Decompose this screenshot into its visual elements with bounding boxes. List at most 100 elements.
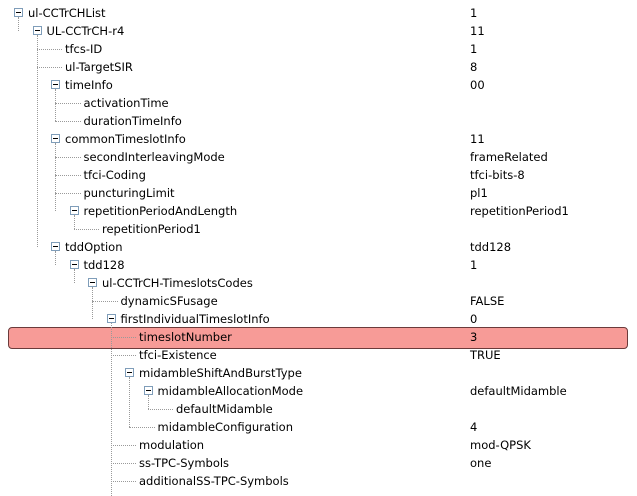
tree-connector-line (55, 121, 81, 122)
collapse-toggle-icon[interactable] (51, 80, 60, 89)
collapse-toggle-icon[interactable] (69, 206, 79, 215)
tree-row-midambleShiftAndBurstType[interactable]: midambleShiftAndBurstType (0, 364, 637, 382)
tree-connector-line (55, 157, 81, 158)
tree-node-label: modulation (139, 438, 205, 452)
tree-node-label: timeslotNumber (139, 330, 232, 344)
tree-row-tddOption[interactable]: tddOption tdd128 (0, 238, 637, 256)
tree-node-value: tfci-bits-8 (470, 168, 525, 182)
tree-row-timeInfo[interactable]: timeInfo 00 (0, 76, 637, 94)
tree-row-ul-CCTrCH-TimeslotsCodes[interactable]: ul-CCTrCH-TimeslotsCodes (0, 274, 637, 292)
tree-node-value: mod-QPSK (470, 438, 531, 452)
tree-node-value: 00 (470, 78, 485, 92)
tree-guide-line (36, 35, 38, 247)
tree-node-value: 4 (470, 420, 478, 434)
tree-row-dynamicSFusage[interactable]: dynamicSFusage FALSE (0, 292, 637, 310)
tree-node-label: midambleShiftAndBurstType (139, 366, 302, 380)
collapse-toggle-icon[interactable] (106, 314, 116, 323)
tree-node-value: TRUE (470, 348, 501, 362)
tree-node-label: midambleAllocationMode (157, 384, 304, 398)
tree-row-midambleAllocationMode[interactable]: midambleAllocationMode defaultMidamble (0, 382, 637, 400)
tree-connector-line (55, 175, 81, 176)
tree-node-value: 1 (470, 42, 478, 56)
tree-node-value: frameRelated (470, 150, 548, 164)
tree-node-label: dynamicSFusage (120, 294, 218, 308)
tree-row-defaultMidamble[interactable]: defaultMidamble (0, 400, 637, 418)
tree-node-label: repetitionPeriodAndLength (83, 204, 238, 218)
tree-node-label: tddOption (65, 240, 123, 254)
tree-node-label: defaultMidamble (176, 402, 273, 416)
tree-node-label: tfci-Coding (83, 168, 146, 182)
tree-node-label: ss-TPC-Symbols (139, 456, 230, 470)
tree-node-value: repetitionPeriod1 (470, 204, 569, 218)
tree-node-value: 8 (470, 60, 478, 74)
collapse-toggle-icon[interactable] (88, 278, 97, 287)
tree-node-value: 0 (470, 312, 478, 326)
tree-node-value: tdd128 (470, 240, 512, 254)
tree-row-repetitionPeriodAndLength[interactable]: repetitionPeriodAndLength repetitionPerio… (0, 202, 637, 220)
tree-connector-line (110, 355, 136, 356)
tree-node-label: firstIndividualTimeslotInfo (120, 312, 270, 326)
tree-guide-line (147, 395, 149, 409)
tree-connector-line (110, 337, 136, 338)
tree-guide-line (92, 287, 93, 319)
tree-row-midambleConfiguration[interactable]: midambleConfiguration 4 (0, 418, 637, 436)
tree-row-tfci-Coding[interactable]: tfci-Coding tfci-bits-8 (0, 166, 637, 184)
tree-guide-line (55, 89, 56, 121)
tree-node-label: activationTime (83, 96, 169, 110)
tree-connector-line (110, 481, 136, 482)
tree-guide-line (55, 143, 56, 211)
tree-row-repetitionPeriod1[interactable]: repetitionPeriod1 (0, 220, 637, 238)
tree-row-additionalSS-TPC-Symbols[interactable]: additionalSS-TPC-Symbols (0, 472, 637, 490)
tree-node-value: 11 (470, 24, 485, 38)
tree-row-modulation[interactable]: modulation mod-QPSK (0, 436, 637, 454)
tree-row-secondInterleavingMode[interactable]: secondInterleavingMode frameRelated (0, 148, 637, 166)
collapse-toggle-icon[interactable] (14, 8, 23, 17)
tree-node-value: FALSE (470, 294, 505, 308)
tree-node-value: defaultMidamble (470, 384, 567, 398)
tree-guide-line (55, 251, 56, 265)
tree-connector-line (55, 103, 81, 104)
tree-connector-line (110, 445, 136, 446)
tree-connector-line (55, 193, 81, 194)
tree-node-label: ul-CCTrCH-TimeslotsCodes (102, 276, 253, 290)
collapse-toggle-icon[interactable] (32, 26, 42, 35)
tree-node-label: secondInterleavingMode (83, 150, 225, 164)
tree-node-value: pl1 (470, 186, 488, 200)
tree-node-value: 11 (470, 132, 485, 146)
selection-highlight (8, 327, 628, 349)
tree-row-durationTimeInfo[interactable]: durationTimeInfo (0, 112, 637, 130)
tree-guide-line (110, 323, 112, 496)
collapse-toggle-icon[interactable] (69, 260, 79, 269)
tree-row-commonTimeslotInfo[interactable]: commonTimeslotInfo 11 (0, 130, 637, 148)
collapse-toggle-icon[interactable] (51, 134, 60, 143)
tree-node-label: commonTimeslotInfo (65, 132, 186, 146)
tree-node-label: additionalSS-TPC-Symbols (139, 474, 289, 488)
tree-row-firstIndividualTimeslotInfo[interactable]: firstIndividualTimeslotInfo 0 (0, 310, 637, 328)
tree-node-label: midambleConfiguration (157, 420, 294, 434)
collapse-toggle-icon[interactable] (51, 242, 60, 251)
tree-connector-line (110, 463, 136, 464)
tree-node-label: timeInfo (65, 78, 113, 92)
tree-connector-line (92, 301, 118, 302)
tree-guide-line (18, 17, 19, 31)
tree-connector-line (36, 49, 62, 50)
tree-node-label: tdd128 (83, 258, 125, 272)
tree-connector-line (129, 427, 155, 428)
tree-connector-line (36, 67, 62, 68)
collapse-toggle-icon[interactable] (125, 368, 134, 377)
tree-guide-line (73, 215, 75, 229)
tree-row-activationTime[interactable]: activationTime (0, 94, 637, 112)
tree-node-value: 1 (470, 6, 478, 20)
tree-node-label: repetitionPeriod1 (102, 222, 201, 236)
collapse-toggle-icon[interactable] (143, 386, 153, 395)
